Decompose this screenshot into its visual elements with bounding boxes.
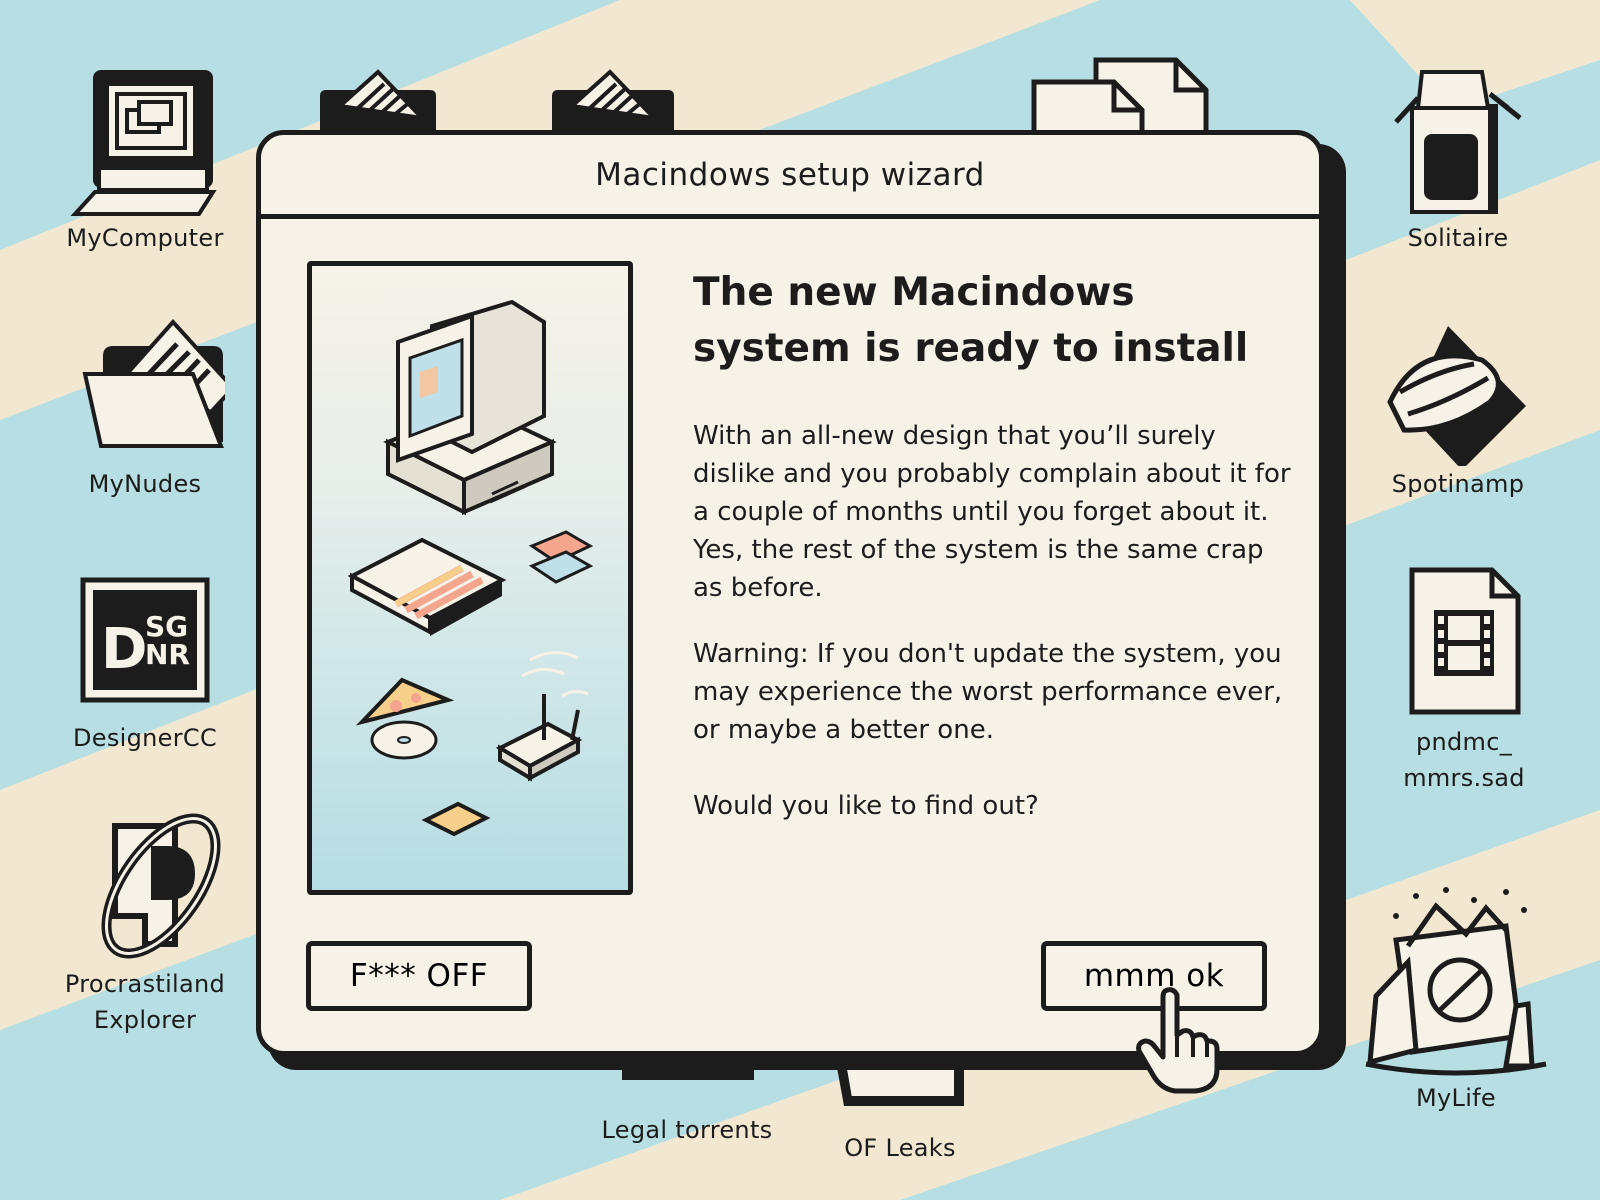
svg-text:D: D <box>101 617 147 682</box>
folder-icon <box>82 319 225 448</box>
desktop-icon-mylife[interactable]: MyLife <box>1356 886 1556 1116</box>
heading-line-1: The new Macindows <box>693 270 1135 315</box>
svg-text:SG: SG <box>145 610 188 643</box>
desktop-icon-label: Solitaire <box>1407 224 1509 252</box>
ok-button[interactable]: mmm ok <box>1041 941 1267 1011</box>
description-paragraph: With an all-new design that you’ll surel… <box>693 421 1291 603</box>
window-title: Macindows setup wizard <box>595 156 985 193</box>
desktop-icon-procrastiland[interactable]: Procrastiland Explorer <box>45 806 245 1038</box>
desktop-icon-legal-torrents[interactable]: Legal torrents <box>587 1112 787 1148</box>
folder-icon[interactable] <box>548 66 688 136</box>
desktop-icon-designercc[interactable]: D SG NR DesignerCC <box>45 576 245 756</box>
heading-line-2: system is ready to install <box>693 326 1249 371</box>
retro-computer-illustration <box>347 299 594 837</box>
computer-icon <box>70 70 217 216</box>
video-file-icon <box>1409 567 1521 715</box>
desktop-icon-label: MyLife <box>1416 1084 1496 1112</box>
desktop-icon-label: DesignerCC <box>72 724 217 752</box>
desktop-icon-label: Legal torrents <box>601 1116 773 1144</box>
desktop-icon-pndmc[interactable]: pndmc_ mmrs.sad <box>1364 566 1564 796</box>
desktop-icon-mycomputer[interactable]: MyComputer <box>45 64 245 256</box>
setup-wizard-window: Macindows setup wizard <box>256 130 1324 1056</box>
desktop-icon-label: OF Leaks <box>844 1134 956 1162</box>
desktop-icon-solitaire[interactable]: Solitaire <box>1358 64 1558 256</box>
card-box-icon <box>1394 70 1522 214</box>
desktop-icon-label: MyNudes <box>88 470 202 498</box>
window-titlebar[interactable]: Macindows setup wizard <box>261 135 1319 219</box>
folder-icon[interactable] <box>310 66 450 136</box>
desktop-icon-label: MyComputer <box>66 224 224 252</box>
designer-logo-icon: D SG NR <box>80 577 210 703</box>
desktop-icon-label: Spotinamp <box>1391 470 1525 498</box>
desktop-icon-mynudes[interactable]: MyNudes <box>45 316 245 502</box>
hand-cursor-icon <box>1136 987 1220 1094</box>
desktop-icon-label: pndmc_ mmrs.sad <box>1403 728 1525 792</box>
desktop-icon-label: Procrastiland Explorer <box>64 970 226 1034</box>
browser-icon <box>101 813 221 959</box>
music-app-icon <box>1387 326 1526 466</box>
wizard-heading: The new Macindows system is ready to ins… <box>693 265 1253 377</box>
svg-text:NR: NR <box>145 638 190 671</box>
question-paragraph: Would you like to find out? <box>693 791 1039 821</box>
trash-bin-icon <box>1365 887 1547 1076</box>
warning-paragraph: Warning: If you don't update the system,… <box>693 639 1283 745</box>
desktop-icon-of-leaks[interactable]: OF Leaks <box>800 1130 1000 1166</box>
setup-illustration <box>307 261 633 895</box>
cancel-button[interactable]: F*** OFF <box>306 941 532 1011</box>
desktop-icon-spotinamp[interactable]: Spotinamp <box>1358 322 1558 502</box>
